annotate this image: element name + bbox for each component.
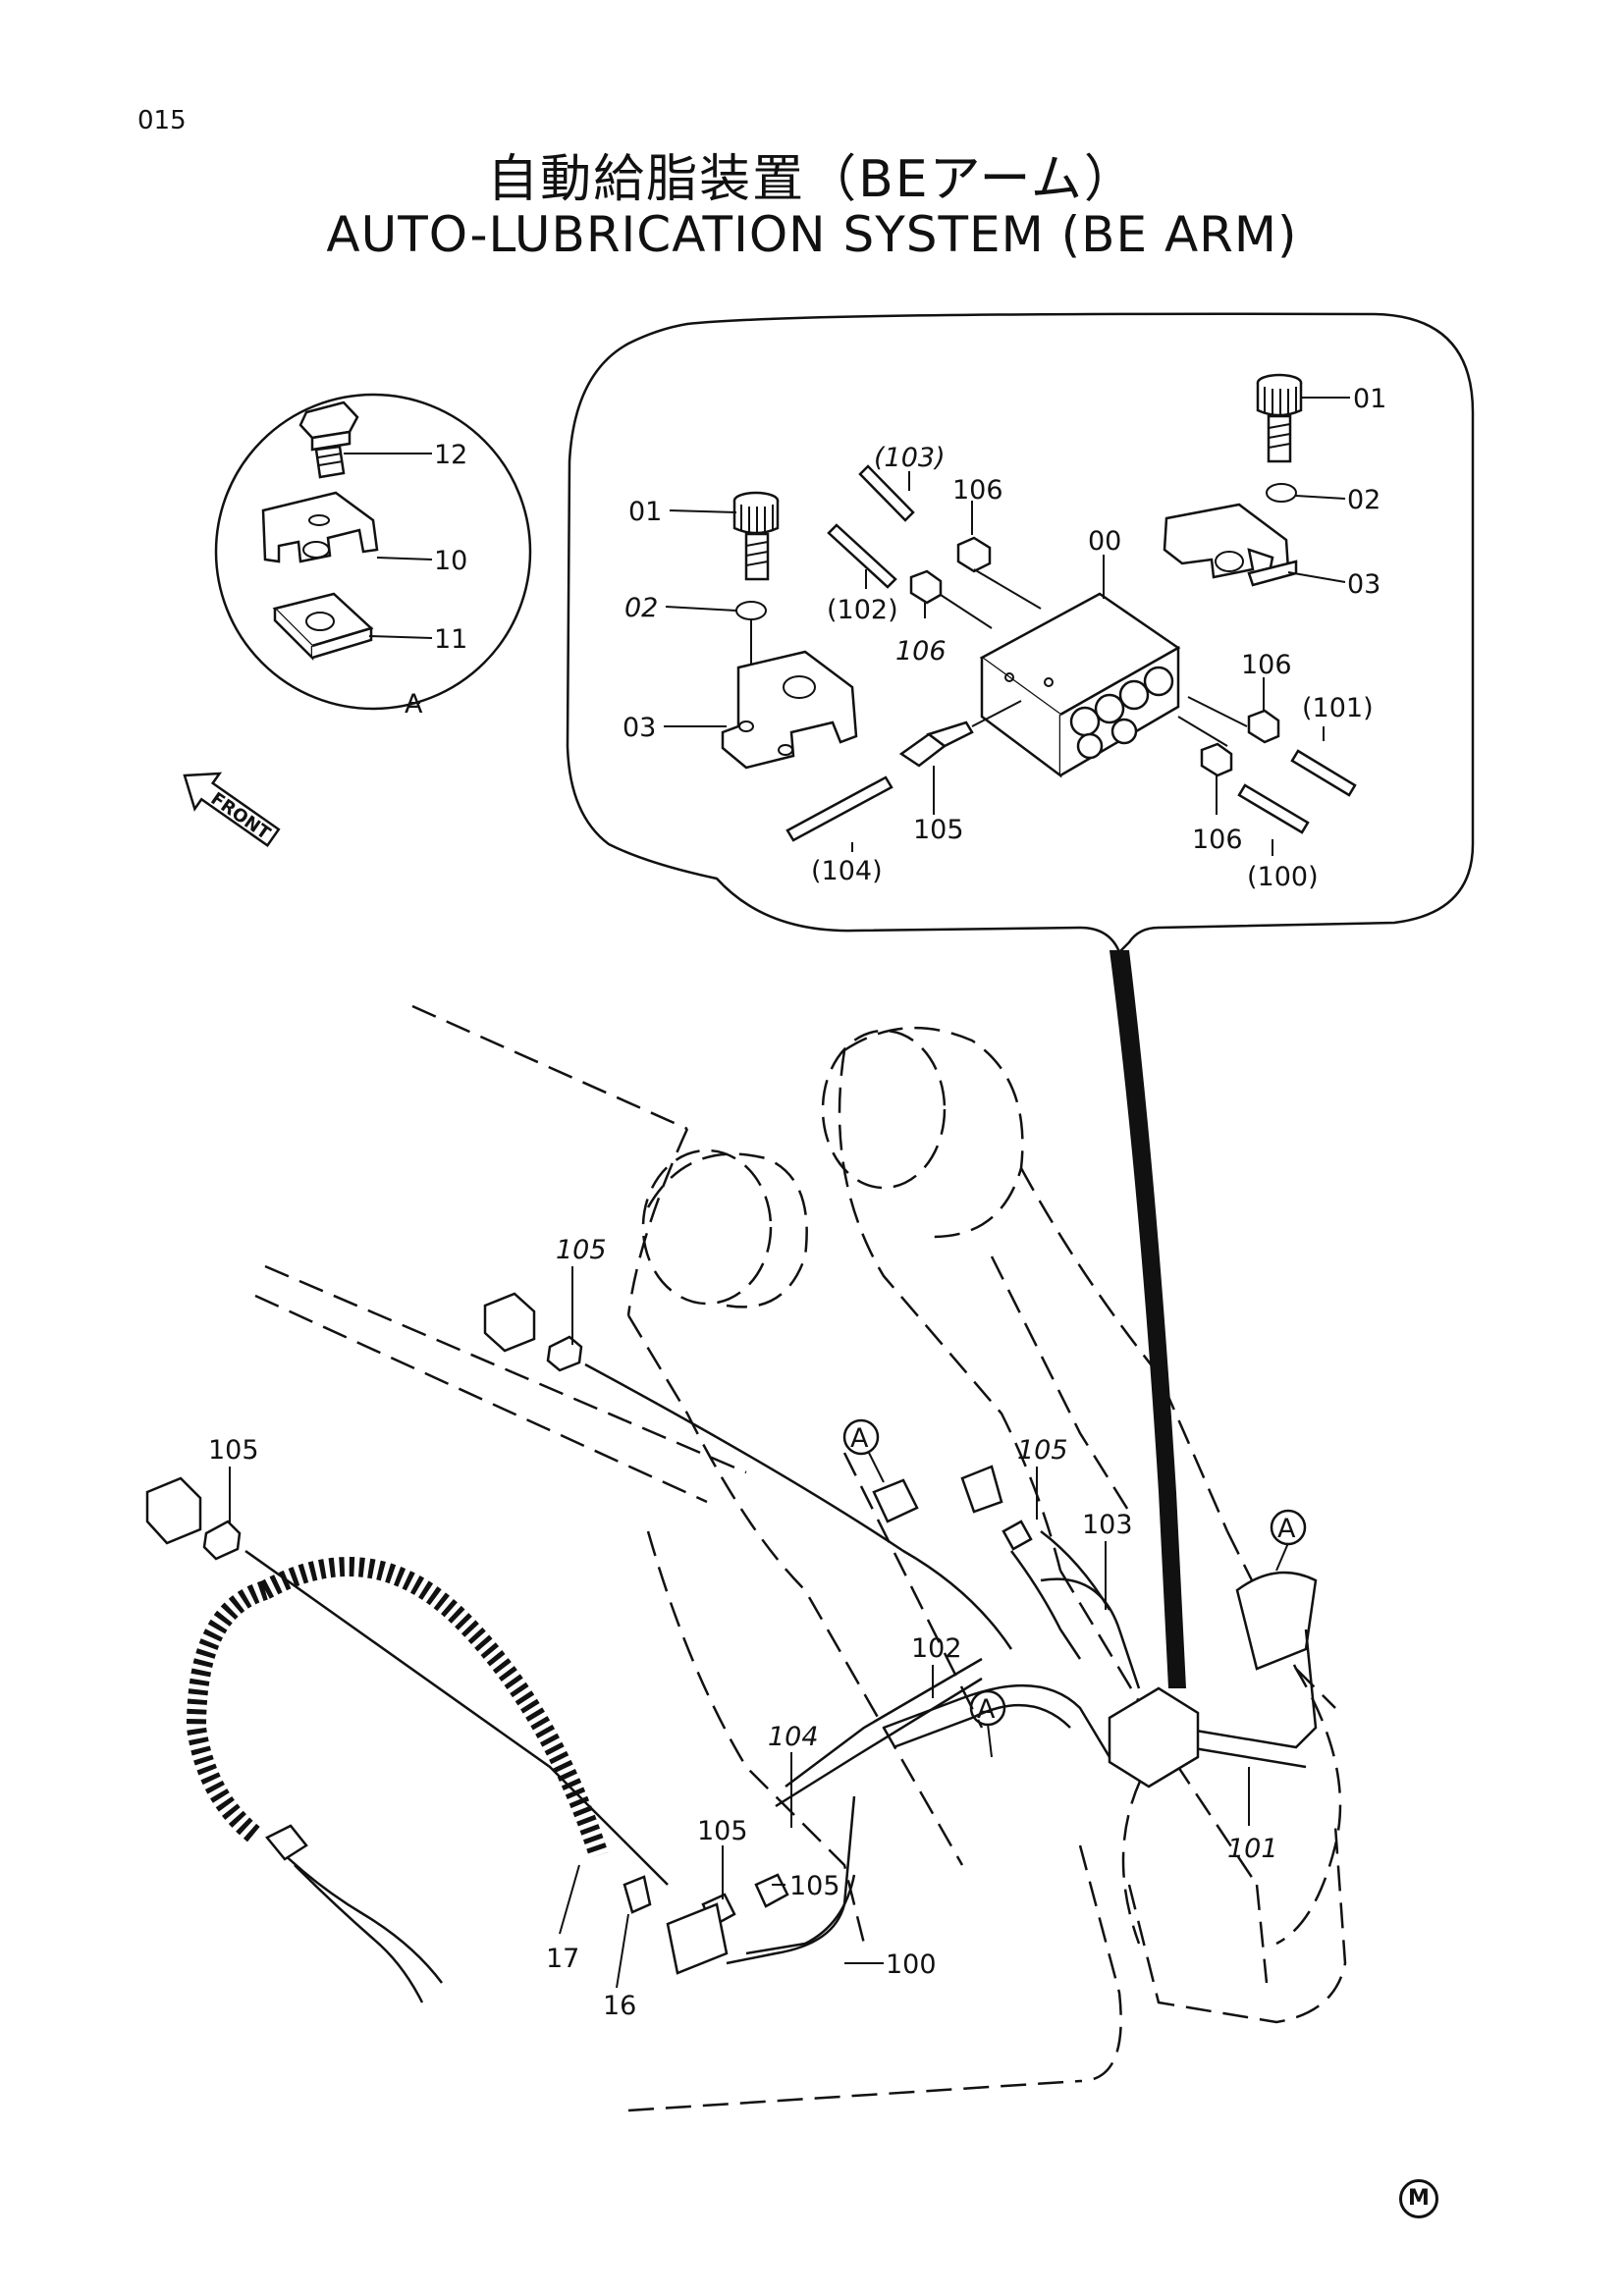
callout-105: 105 xyxy=(913,815,964,845)
callout-104: 104 xyxy=(768,1722,819,1752)
front-direction-arrow: FRONT xyxy=(183,772,281,848)
callout-105: 105 xyxy=(208,1435,259,1466)
callout-102: 102 xyxy=(911,1633,962,1664)
callout-101: 101 xyxy=(1227,1834,1278,1864)
callout-106: 106 xyxy=(952,475,1003,506)
callout-a: A xyxy=(850,1423,869,1454)
title-english: AUTO-LUBRICATION SYSTEM (BE ARM) xyxy=(326,206,1298,263)
callout-01: 01 xyxy=(1353,384,1386,414)
coiled-hose-icon xyxy=(260,1557,609,1859)
callout-100: 100 xyxy=(886,1949,937,1980)
pipe-100-icon xyxy=(1237,783,1310,834)
fitting-icon xyxy=(1069,666,1174,760)
callout-16: 16 xyxy=(603,1991,636,2021)
grease-block-icon xyxy=(483,1292,536,1353)
cap-screw-icon xyxy=(732,491,780,581)
nut-icon xyxy=(1247,709,1280,744)
callout-11: 11 xyxy=(434,624,467,655)
callout-a: A xyxy=(1277,1514,1296,1544)
callout-105: 105 xyxy=(1017,1435,1068,1466)
clamp-icon xyxy=(960,1465,1003,1514)
bracket-icon xyxy=(721,650,858,770)
clamp-icon xyxy=(1235,1571,1318,1671)
callout-10: 10 xyxy=(434,546,467,576)
callout-03: 03 xyxy=(623,713,656,743)
nut-icon xyxy=(956,536,992,573)
grease-fitting-icon xyxy=(546,1335,583,1372)
callout-105: 105 xyxy=(556,1235,607,1265)
grease-fitting-icon xyxy=(898,700,1022,768)
page-number: 015 xyxy=(137,106,187,135)
callout-106: 106 xyxy=(1192,825,1243,855)
pipe-104-icon xyxy=(785,775,893,842)
clamp-icon xyxy=(261,491,379,563)
callout-17: 17 xyxy=(546,1944,579,1974)
callout-105: 105 xyxy=(789,1871,840,1901)
callout-02: 02 xyxy=(624,593,658,623)
cap-screw-icon xyxy=(1256,373,1303,463)
callout-100: (100) xyxy=(1247,862,1319,892)
washer-icon xyxy=(1266,483,1297,503)
washer-icon xyxy=(735,601,767,620)
bracket-icon xyxy=(1163,503,1298,587)
main-assembly: A A A 105 105 105 103 102 104 105 105 10… xyxy=(145,1235,1318,2021)
grease-fitting-icon xyxy=(754,1873,789,1908)
callout-101: (101) xyxy=(1302,693,1374,723)
swivel-fitting-icon xyxy=(265,1824,308,1861)
detail-a-view: 12 10 11 A xyxy=(214,393,532,720)
callout-02: 02 xyxy=(1347,485,1380,515)
callout-01: 01 xyxy=(628,497,662,527)
clamp-icon xyxy=(872,1478,919,1523)
callout-103: 103 xyxy=(1082,1510,1133,1540)
callout-104: (104) xyxy=(811,856,883,886)
nut-icon xyxy=(909,569,943,605)
front-label: FRONT xyxy=(207,788,275,844)
inset-connector xyxy=(1110,950,1186,1688)
arm-outline xyxy=(254,1004,1347,2112)
title-japanese: 自動給脂装置（BEアーム） xyxy=(487,150,1137,209)
inset-exploded-view: 01 02 03 01 02 03 (103) (102) 106 106 00… xyxy=(566,312,1475,955)
grease-block-icon xyxy=(145,1476,202,1545)
corner-mark: M xyxy=(1399,2179,1438,2218)
callout-103: (103) xyxy=(874,443,946,473)
callout-106: 106 xyxy=(895,636,947,667)
distributor-block-icon xyxy=(979,592,1181,778)
distributor-block-icon xyxy=(1108,1686,1200,1789)
grease-fitting-icon xyxy=(202,1520,242,1561)
callout-00: 00 xyxy=(1088,526,1121,557)
callout-105: 105 xyxy=(697,1816,748,1846)
grease-fitting-icon xyxy=(1001,1520,1033,1551)
callout-12: 12 xyxy=(434,440,467,470)
fitting-icon xyxy=(623,1875,652,1914)
pipe-103-icon xyxy=(858,464,915,522)
bracket-icon xyxy=(666,1902,729,1975)
coiled-hose-icon xyxy=(186,1580,269,1843)
bolt-icon xyxy=(298,400,359,479)
nut-icon xyxy=(1200,742,1233,777)
detail-a-label: A xyxy=(405,689,423,720)
pipe-102-icon xyxy=(827,523,897,589)
callout-106: 106 xyxy=(1241,650,1292,680)
callout-a: A xyxy=(977,1694,996,1725)
callout-03: 03 xyxy=(1347,569,1380,600)
callout-102: (102) xyxy=(827,595,898,625)
plate-icon xyxy=(272,592,374,662)
pipe-101-icon xyxy=(1290,749,1357,797)
